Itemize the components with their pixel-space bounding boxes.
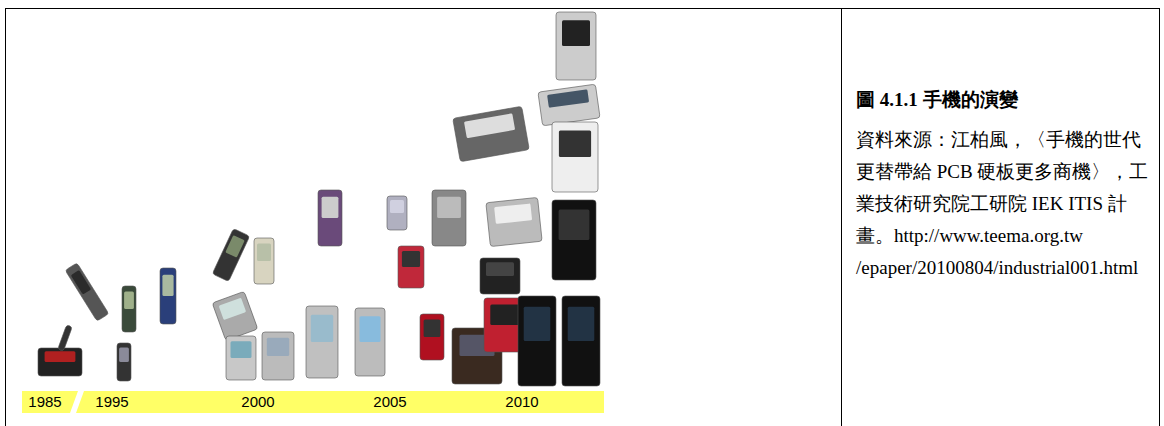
phone-body: [38, 348, 82, 376]
phone-photo: [432, 190, 466, 246]
phone-photo: [562, 296, 600, 386]
phone-photo: [552, 122, 598, 192]
phone-photo: [212, 229, 249, 282]
phone-body: [254, 238, 274, 284]
phone-body: [538, 84, 600, 126]
phone-screen: [71, 270, 91, 295]
phone-screen: [562, 20, 590, 46]
phone-body: [432, 190, 466, 246]
phone-photo: [117, 343, 131, 381]
phone-screen: [547, 89, 589, 107]
phone-screen: [559, 130, 591, 157]
phone-body: [58, 325, 73, 351]
phone-photo: [306, 306, 338, 378]
phone-body: [398, 246, 424, 288]
phone-screen: [63, 328, 70, 339]
phone-screen: [559, 210, 590, 240]
phone-screen: [424, 320, 441, 337]
phone-photo: [226, 336, 256, 380]
phone-photo: [480, 258, 520, 294]
source-note: 資料來源：江柏風，〈手機的世代更替帶給 PCB 硬板更多商機〉，工業技術研究院工…: [856, 124, 1154, 284]
phone-screen: [311, 315, 333, 342]
phone-body: [562, 296, 600, 386]
phone-screen: [267, 338, 289, 356]
phone-screen: [390, 200, 404, 213]
phone-body: [453, 106, 530, 161]
phone-photo: [398, 246, 424, 288]
phone-photo: [318, 190, 342, 246]
year-label: 1995: [87, 393, 137, 411]
table-border: [5, 8, 6, 426]
phone-body: [122, 286, 136, 332]
phone-photo: [262, 332, 294, 380]
phone-screen: [402, 251, 420, 267]
timeline-band: [22, 391, 604, 413]
phone-photo: [254, 238, 274, 284]
phone-screen: [360, 316, 381, 342]
phone-photo: [58, 325, 73, 351]
phone-screen: [219, 298, 247, 320]
phone-screen: [257, 244, 271, 261]
year-label: 1985: [20, 393, 70, 411]
phone-photo: [453, 106, 530, 161]
table-border: [1159, 8, 1160, 426]
phone-body: [480, 258, 520, 294]
phone-body: [226, 336, 256, 380]
phone-photo: [65, 263, 109, 321]
phone-photo: [212, 291, 258, 340]
phone-body: [65, 263, 109, 321]
phone-screen: [225, 235, 244, 258]
phone-body: [212, 229, 249, 282]
phone-body: [552, 122, 598, 192]
phone-body: [117, 343, 131, 381]
phone-body: [486, 197, 542, 246]
phone-screen: [124, 292, 134, 309]
phone-photo: [160, 268, 176, 324]
phone-screen: [45, 351, 76, 362]
phone-body: [306, 306, 338, 378]
phone-screen: [162, 275, 173, 296]
phone-body: [552, 200, 596, 280]
phone-screen: [231, 341, 252, 358]
table-divider: [841, 8, 842, 426]
figure-title: 圖 4.1.1 手機的演變: [856, 88, 1154, 112]
phone-photo: [486, 197, 542, 246]
phone-screen: [486, 262, 514, 276]
phone-screen: [568, 307, 595, 341]
phone-body: [518, 296, 556, 386]
phone-photos: [38, 12, 600, 386]
phone-screen: [494, 203, 532, 223]
phone-screen: [464, 113, 515, 138]
phone-body: [262, 332, 294, 380]
timeline-break: [70, 391, 84, 413]
phone-screen: [490, 304, 519, 325]
phone-photo: [122, 286, 136, 332]
phone-body: [355, 308, 385, 376]
phone-body: [420, 314, 444, 360]
phone-body: [160, 268, 176, 324]
phone-photo: [552, 200, 596, 280]
phone-photo: [387, 196, 407, 230]
phone-photo: [538, 84, 600, 126]
phone-photo: [556, 12, 596, 80]
year-label: 2010: [497, 393, 547, 411]
phone-photo: [38, 348, 82, 376]
phone-screen: [437, 197, 461, 218]
phone-photo: [355, 308, 385, 376]
year-label: 2000: [233, 393, 283, 411]
phone-photo: [420, 314, 444, 360]
phone-screen: [322, 197, 339, 218]
phone-body: [556, 12, 596, 80]
phone-body: [212, 291, 258, 340]
phone-screen: [524, 307, 551, 341]
phone-body: [387, 196, 407, 230]
phone-photo: [518, 296, 556, 386]
table-border: [5, 8, 1160, 9]
phone-body: [318, 190, 342, 246]
year-label: 2005: [365, 393, 415, 411]
phone-screen: [119, 348, 129, 362]
